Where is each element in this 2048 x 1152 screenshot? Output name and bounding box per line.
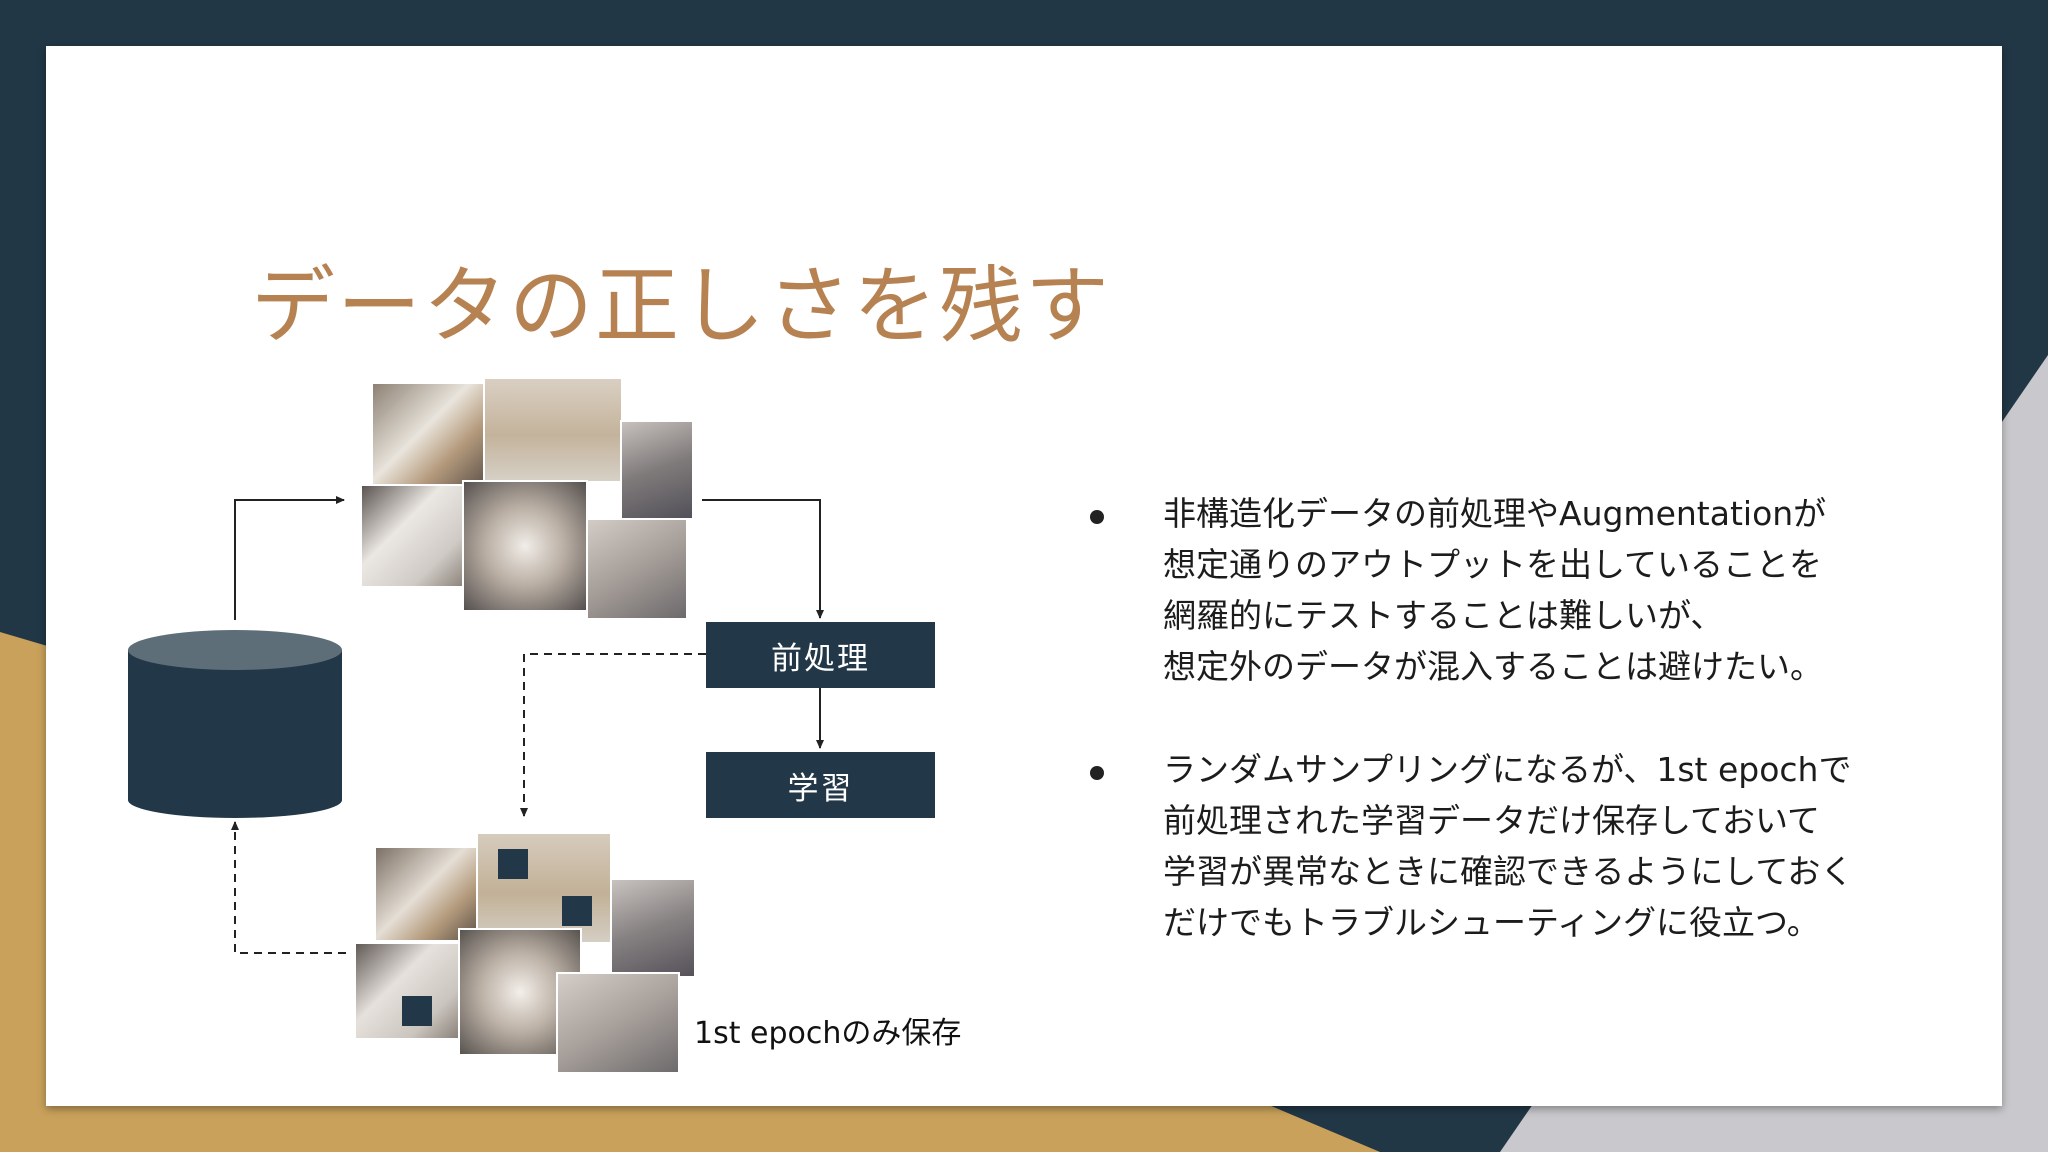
slide-title: データの正しさを残す	[251, 257, 1112, 355]
bullet-dot-icon	[1090, 766, 1104, 780]
arrow-db-to-images	[234, 496, 345, 620]
dashed-arrow-preprocess-to-saved	[520, 653, 706, 817]
bullet-item: 非構造化データの前処理やAugmentationが 想定通りのアウトプットを出し…	[1085, 488, 1985, 692]
cat-photo	[462, 480, 588, 612]
bullet-list: 非構造化データの前処理やAugmentationが 想定通りのアウトプットを出し…	[1085, 488, 1985, 1000]
cat-photo	[610, 878, 696, 978]
saved-images-caption: 1st epochのみ保存	[694, 1016, 962, 1051]
mask-patch	[402, 996, 432, 1026]
arrow-images-to-preprocess	[702, 499, 824, 619]
bullet-text: ランダムサンプリングになるが、1st epochで 前処理された学習データだけ保…	[1163, 750, 1854, 942]
mask-patch	[562, 896, 592, 926]
mask-patch	[498, 849, 528, 879]
cat-photo	[354, 942, 460, 1040]
bullet-item: ランダムサンプリングになるが、1st epochで 前処理された学習データだけ保…	[1085, 744, 1985, 948]
training-box: 学習	[706, 752, 935, 818]
cat-photo	[360, 484, 464, 588]
bullet-text: 非構造化データの前処理やAugmentationが 想定通りのアウトプットを出し…	[1163, 494, 1827, 686]
cat-photo	[483, 377, 623, 483]
cat-photo	[371, 382, 485, 490]
cat-photo	[374, 846, 484, 942]
cat-photo	[556, 972, 680, 1074]
dashed-arrow-saved-to-db	[231, 821, 346, 954]
preprocess-box: 前処理	[706, 622, 935, 688]
cat-photo	[620, 420, 694, 520]
cat-photo	[586, 518, 688, 620]
database-icon	[128, 630, 342, 818]
bullet-dot-icon	[1090, 510, 1104, 524]
